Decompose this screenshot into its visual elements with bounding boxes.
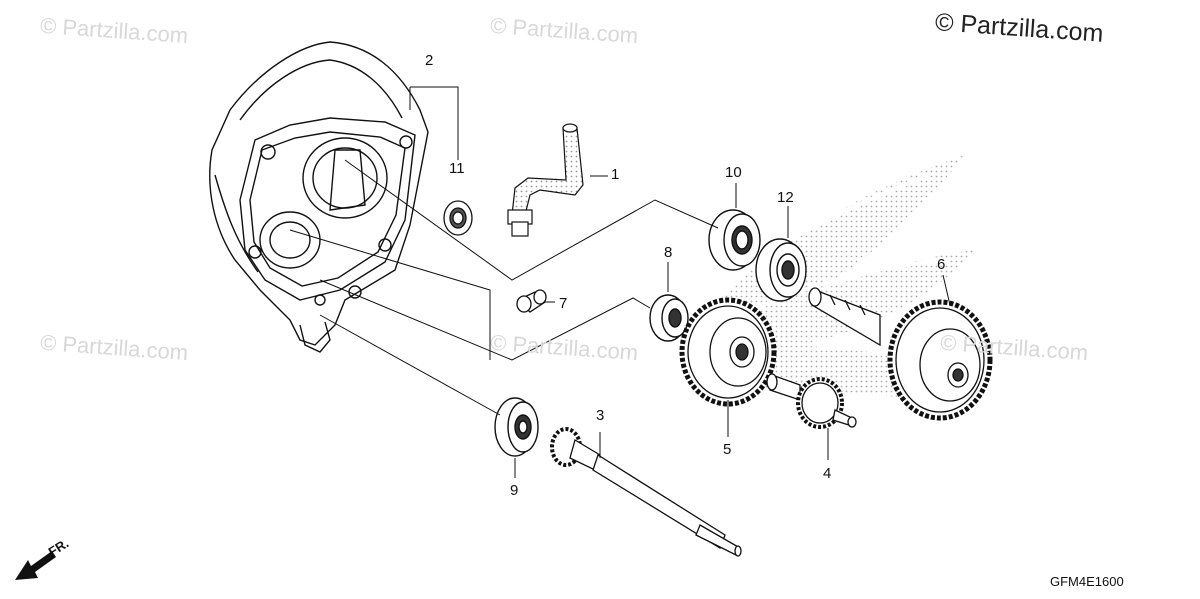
bearing-8 [649, 294, 689, 342]
callout-4: 4 [823, 465, 832, 482]
bearing-10 [708, 209, 761, 271]
callout-9: 9 [510, 482, 519, 499]
dowel-pin [516, 289, 547, 313]
callout-2: 2 [425, 52, 434, 69]
front-arrow-icon [15, 551, 56, 580]
leader-lines [289, 86, 951, 478]
drive-shaft-3 [550, 427, 742, 557]
countershaft-4 [766, 373, 857, 429]
callout-11: 11 [449, 160, 465, 177]
crankcase-cover [209, 41, 429, 353]
callout-7: 7 [559, 295, 568, 312]
callout-12: 12 [777, 189, 794, 206]
callout-6: 6 [937, 256, 946, 273]
bearing-12 [755, 238, 807, 302]
callout-1: 1 [611, 166, 620, 183]
gear-5 [679, 297, 777, 407]
breather-hose [507, 123, 584, 237]
callout-8: 8 [664, 244, 673, 261]
callout-10: 10 [725, 164, 742, 181]
oil-seal [443, 200, 473, 236]
callout-5: 5 [723, 441, 732, 458]
bearing-9 [494, 397, 539, 457]
final-shaft-6 [808, 287, 993, 421]
diagram-code: GFM4E1600 [1050, 574, 1124, 589]
callout-3: 3 [596, 407, 605, 424]
